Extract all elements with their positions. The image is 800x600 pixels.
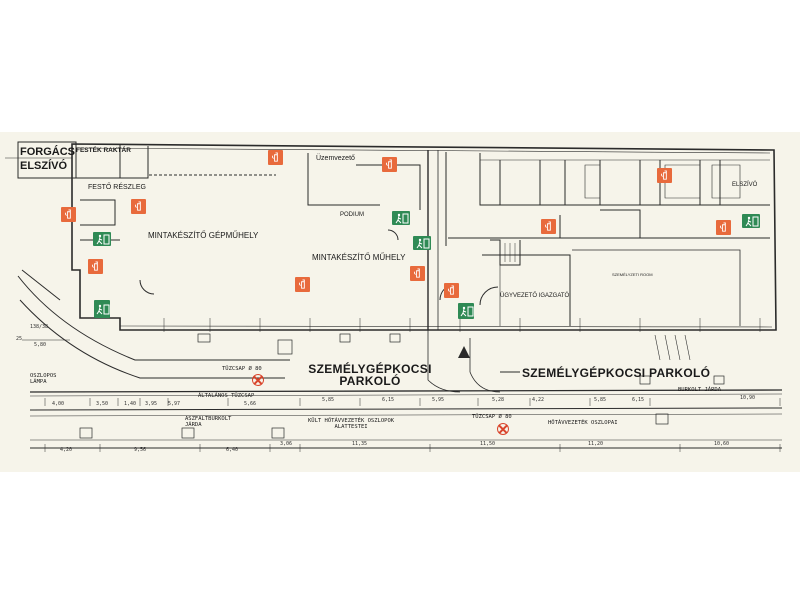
fire-extinguisher-icon [716,220,731,235]
dim-r2-6: 11,20 [588,441,604,447]
emergency-exit-icon [742,214,760,228]
label-oszlopos-lampa: OSZLOPOS LÁMPA [30,373,57,385]
label-festek-raktar: FESTÉK RAKTÁR [76,147,131,154]
dim-r1-12: 6,15 [632,397,645,403]
north-arrow [458,346,470,358]
dim-r1-4: 5,97 [168,401,181,407]
dim-r2-1: 9,56 [134,447,147,453]
label-forgacs-elszivo: FORGÁCS ELSZÍVÓ [20,146,75,172]
fire-extinguisher-icon [382,157,397,172]
fire-hydrant-icon [497,423,509,435]
paper-sheet [0,132,800,472]
label-mintakeszito-gepmuhely: MINTAKÉSZÍTŐ GÉPMŰHELY [148,231,259,240]
fire-extinguisher-icon [88,259,103,274]
road-curve-2 [19,299,285,379]
emergency-exit-icon [392,211,410,225]
label-podium: PODIUM [340,212,364,218]
dim-r1-2: 1,40 [124,401,137,407]
label-altalanos-tuzcsap: ÁLTALÁNOS TŰZCSAP [198,393,255,399]
label-ugyvezeto-igazgato: ÜGYVEZETŐ IGAZGATÓ [500,293,570,299]
dim-r2-7: 10,60 [714,441,730,447]
dim-r2-4: 11,35 [352,441,368,447]
label-tuzcsap-1: TŰZCSAP Ø 80 [222,366,262,372]
dim-r1-10: 4,22 [532,397,545,403]
label-szemelyzeti: SZEMÉLYZETI ROOM [612,272,653,277]
dim-r1-13: 10,90 [740,395,756,401]
fire-extinguisher-icon [61,207,76,222]
dim-r1-7: 6,15 [382,397,395,403]
road-curve-1 [17,275,290,361]
label-hotavvezetek: HŐTÁVVEZETÉK OSZLOPAI [548,420,618,426]
dim-r1-11: 5,85 [594,397,607,403]
fire-extinguisher-icon [444,283,459,298]
label-uzemvezeto: Üzemvezető [316,155,355,162]
label-kult-hoelvezeto: KÜLT HŐTÁVVEZETÉK OSZLOPOK ALATTESTEI [308,418,395,430]
dim-r2-3: 3,06 [280,441,293,447]
label-tuzcsap-2: TŰZCSAP Ø 80 [472,414,512,420]
label-burkolt-jarda: BURKOLT JÁRDA [678,387,722,393]
fire-extinguisher-icon [657,168,672,183]
label-aszfalt-jarda: ASZFALTBURKOLT JÁRDA [185,416,232,428]
dim-r1-1: 3,50 [96,401,109,407]
label-mintakeszito-muhely: MINTAKÉSZÍTŐ MŰHELY [312,253,406,262]
emergency-exit-icon [413,236,431,250]
fire-extinguisher-icon [410,266,425,281]
label-festo-reszleg: FESTŐ RÉSZLEG [88,184,146,191]
label-parking-1: SZEMÉLYGÉPKOCSI PARKOLÓ [304,363,436,387]
dim-r1-6: 5,85 [322,397,335,403]
fire-extinguisher-icon [268,150,283,165]
fire-extinguisher-icon [295,277,310,292]
dim-r1-0: 4,00 [52,401,65,407]
parking-1-line1: SZEMÉLYGÉPKOCSI [308,362,432,376]
building-outline [71,143,777,331]
fire-extinguisher-icon [131,199,146,214]
label-elszivo: ELSZÍVÓ [732,182,758,188]
dim-r2-2: 6,40 [226,447,239,453]
fire-hydrant-icon [252,374,264,386]
label-parking-2: SZEMÉLYGÉPKOCSI PARKOLÓ [522,366,711,380]
parking-1-line2: PARKOLÓ [339,374,401,388]
dim-left-0: 138/38 [30,324,49,330]
dim-r1-9: 5,28 [492,397,505,403]
dim-r2-0: 4,20 [60,447,73,453]
emergency-exit-icon [94,300,110,318]
emergency-exit-icon [93,232,111,246]
fire-extinguisher-icon [541,219,556,234]
dim-r1-5: 5,66 [244,401,257,407]
emergency-exit-icon [458,303,474,319]
dim-r1-8: 5,95 [432,397,445,403]
dim-left-2: 5,80 [34,342,47,348]
dim-left-1: 25 [16,336,23,342]
dim-r1-3: 3,95 [145,401,158,407]
dim-r2-5: 11,50 [480,441,496,447]
